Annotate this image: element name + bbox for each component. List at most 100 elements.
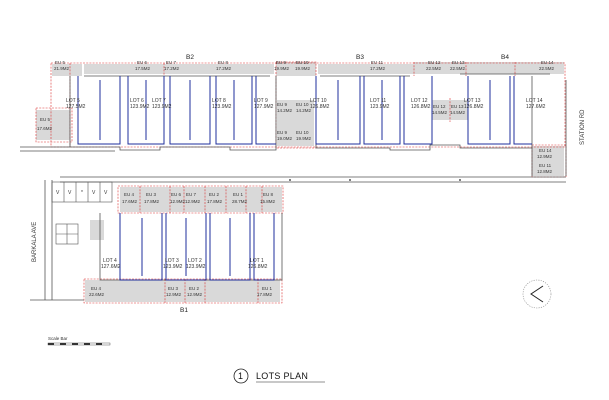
eu-label: EU 10	[296, 60, 309, 65]
building-label-b4: B4	[501, 54, 509, 61]
eu-area: 28.7M2	[232, 199, 248, 204]
eu-label: EU 9	[276, 60, 287, 65]
eu-area: 14.5M2	[450, 110, 466, 115]
eu-label: EU 12	[433, 104, 446, 109]
eu-label: EU 3	[168, 286, 179, 291]
eu-label: EU 12	[428, 60, 441, 65]
lot-label: LOT 6	[130, 98, 144, 104]
eu-areas-bottom	[85, 187, 282, 302]
building-label-b2: B2	[186, 54, 194, 61]
lot-label: LOT 14	[526, 98, 543, 104]
lot-label: LOT 1	[250, 258, 264, 264]
lot-label: LOT 4	[103, 258, 117, 264]
lot-area: 123.9M2	[152, 104, 172, 110]
eu-area: 22.5M2	[450, 66, 466, 71]
drawing-number: 1	[238, 371, 243, 381]
eu-label: EU 2	[209, 192, 220, 197]
eu-area: 17.6M2	[37, 126, 53, 131]
lot-label: LOT 11	[370, 98, 386, 104]
eu-label: EU 4	[91, 286, 102, 291]
lot-label: LOT 10	[310, 98, 327, 104]
lot-area: 123.9M2	[370, 104, 390, 110]
lot-label: LOT 5	[66, 98, 80, 104]
eu-area: 14.2M2	[296, 108, 312, 113]
lot-label: LOT 7	[152, 98, 166, 104]
top-lot-labels: LOT 5 127.5M2 LOT 6 123.9M2 LOT 7 123.9M…	[66, 98, 546, 110]
eu-label: EU 9	[277, 102, 288, 107]
b1-top-eu-labels: EU 4 17.6M2 EU 3 17.8M2 EU 6 12.9M2 EU 7…	[122, 192, 276, 204]
eu-area: 17.6M2	[122, 199, 138, 204]
eu-area: 19.9M2	[295, 66, 311, 71]
lot-area: 126.8M2	[464, 104, 484, 110]
eu-label: EU 14	[541, 60, 554, 65]
parking-mark-4: V	[92, 190, 96, 196]
lot-area: 127.5M2	[66, 104, 86, 110]
eu-label: EU 8	[218, 60, 229, 65]
eu-area: 17.2M2	[216, 66, 232, 71]
building-walls-top	[20, 73, 567, 176]
lot-label: LOT 13	[464, 98, 481, 104]
building-label-b3: B3	[356, 54, 364, 61]
lot-area: 127.6M2	[101, 264, 121, 270]
lot-label: LOT 2	[188, 258, 202, 264]
eu-label: EU 3	[146, 192, 157, 197]
eu-area: 19.9M2	[274, 66, 290, 71]
b1-bottom-eu-labels: EU 4 22.6M2 EU 3 12.9M2 EU 2 12.9M2 EU 1…	[89, 286, 273, 297]
lot-area: 123.9M2	[212, 104, 232, 110]
eu-area: 22.5M2	[426, 66, 442, 71]
eu-label: EU 10	[296, 102, 309, 107]
lot-label: LOT 3	[165, 258, 179, 264]
lot-area: 123.9M2	[186, 264, 206, 270]
eu-area: 12.9M2	[170, 199, 186, 204]
eu-area: 17.5M2	[135, 66, 151, 71]
lot-area: 126.8M2	[310, 104, 330, 110]
eu-label: EU 5	[40, 117, 51, 122]
mid-eu-labels: EU 9 14.2M2 EU 10 14.2M2 EU 12 14.5M2 EU…	[277, 102, 466, 141]
lot-lines-bottom	[119, 213, 275, 281]
top-eu-labels: EU 5 21.9M2 EU 6 17.5M2 EU 7 17.2M2 EU 8…	[54, 60, 555, 71]
lot-label: LOT 9	[254, 98, 268, 104]
parking-mark-2: V	[68, 190, 72, 196]
eu-area: 17.8M2	[257, 292, 273, 297]
eu-label: EU 7	[166, 60, 177, 65]
scale-bar-label: Scale Bar	[48, 336, 68, 341]
eu-area: 22.5M2	[539, 66, 555, 71]
eu-area: 17.8M2	[207, 199, 223, 204]
eu-label: EU 13	[452, 60, 465, 65]
parking-mark-3: *	[81, 190, 83, 196]
parking-marks: V V * V V	[56, 190, 108, 196]
eu-area: 22.6M2	[89, 292, 105, 297]
lot-lines-top	[77, 76, 532, 145]
eu-label: EU 9	[277, 130, 288, 135]
side-eu-labels: EU 5 17.6M2 EU 14 12.9M2 EU 11 12.8M2	[37, 117, 553, 174]
eu-area: 17.2M2	[164, 66, 180, 71]
eu-area: 12.9M2	[537, 154, 553, 159]
lot-label: LOT 8	[212, 98, 226, 104]
eu-label: EU 1	[233, 192, 244, 197]
drawing-title-text: LOTS PLAN	[256, 371, 308, 381]
eu-area: 12.8M2	[537, 169, 553, 174]
eu-areas-top	[36, 62, 564, 176]
eu-label: EU 14	[539, 148, 552, 153]
eu-area: 14.5M2	[432, 110, 448, 115]
building-walls-bottom	[30, 176, 566, 301]
lot-area: 127.9M2	[254, 104, 274, 110]
eu-area: 15.8M2	[260, 199, 276, 204]
eu-area: 21.9M2	[54, 66, 70, 71]
parking-mark-1: V	[56, 190, 60, 196]
eu-label: EU 11	[371, 60, 384, 65]
eu-label: EU 2	[189, 286, 200, 291]
bottom-lot-labels: LOT 4 127.6M2 LOT 3 123.9M2 LOT 2 123.9M…	[101, 258, 268, 270]
lot-area: 127.6M2	[526, 104, 546, 110]
street-label-station: STATION RD	[580, 109, 586, 145]
eu-area: 12.9M2	[166, 292, 182, 297]
eu-area: 17.2M2	[370, 66, 386, 71]
eu-label: EU 8	[263, 192, 274, 197]
eu-label: EU 4	[124, 192, 135, 197]
drawing-title: 1 LOTS PLAN	[233, 368, 325, 384]
eu-area: 12.9M2	[187, 292, 203, 297]
eu-label: EU 1	[262, 286, 273, 291]
eu-label: EU 6	[137, 60, 148, 65]
eu-label: EU 11	[539, 163, 552, 168]
